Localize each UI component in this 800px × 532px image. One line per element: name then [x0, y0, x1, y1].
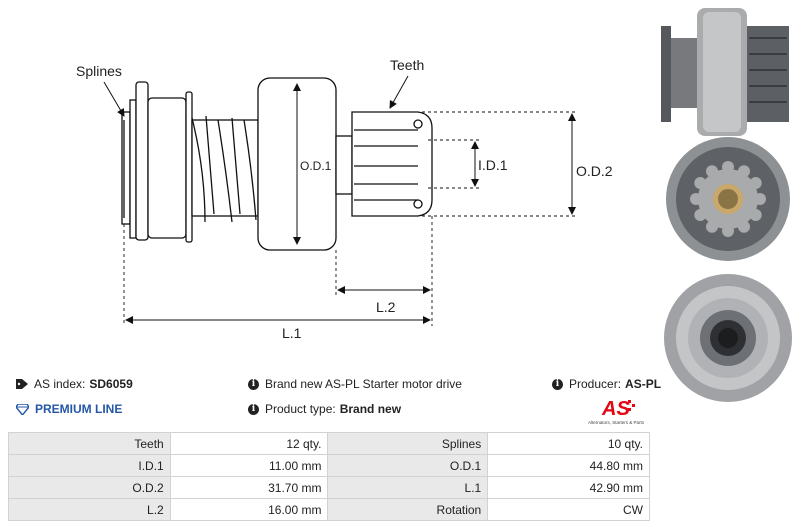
as-index-label: AS index: [34, 377, 86, 391]
producer: i Producer: AS-PL [552, 377, 661, 391]
spec-key: I.D.1 [8, 454, 171, 477]
premium-line: PREMIUM LINE [16, 402, 122, 416]
pinion-tooth [690, 193, 702, 205]
product-photo-pinion [666, 137, 790, 261]
dimension-arrows [103, 75, 576, 324]
pinion-tooth [706, 220, 718, 233]
spec-key: Rotation [327, 498, 489, 521]
diamond-icon [16, 403, 29, 415]
pinion-tooth [694, 177, 707, 189]
pinion-tooth [749, 209, 762, 221]
pinion-tooth [694, 209, 707, 221]
spec-value: 12 qty. [169, 432, 329, 455]
info-icon: i [248, 378, 259, 390]
description: i Brand new AS-PL Starter motor drive [248, 377, 462, 391]
logo-mark: AS [601, 398, 630, 420]
spec-key: O.D.1 [327, 454, 489, 477]
product-type-value: Brand new [339, 402, 402, 416]
pinion-tooth [706, 165, 718, 178]
pinion-tooth [738, 165, 750, 178]
spec-key: L.2 [8, 498, 171, 521]
pinion-tooth [722, 161, 734, 173]
extension-lines [123, 111, 576, 326]
producer-label: Producer: [569, 377, 622, 391]
spec-key: L.1 [327, 476, 489, 499]
spec-value: 11.00 mm [169, 454, 329, 477]
as-index-value: SD6059 [89, 377, 133, 391]
product-type-label: Product type: [265, 402, 336, 416]
description-text: Brand new AS-PL Starter motor drive [265, 377, 462, 391]
info-icon: i [552, 378, 563, 390]
spec-key: Teeth [8, 432, 171, 455]
premium-line-label: PREMIUM LINE [35, 402, 123, 416]
spec-value: 16.00 mm [169, 498, 329, 521]
od1-label: O.D.1 [300, 159, 332, 173]
spec-value: CW [487, 498, 650, 521]
pinion-tooth [749, 177, 762, 189]
spec-value: 44.80 mm [487, 454, 650, 477]
info-icon: i [248, 403, 259, 415]
spec-key: O.D.2 [8, 476, 171, 499]
teeth-label: Teeth [390, 57, 424, 73]
product-photo-side [661, 8, 789, 136]
spec-value: 42.90 mm [487, 476, 650, 499]
tag-icon [16, 379, 28, 389]
as-pl-logo: AS Alternators, Starters & Parts [588, 398, 645, 425]
pinion-tooth [722, 225, 734, 237]
pinion-tooth [754, 193, 766, 205]
splines-label: Splines [76, 63, 122, 79]
pinion-tooth [738, 220, 750, 233]
starter-drive-outline [121, 77, 433, 251]
spec-value: 10 qty. [487, 432, 650, 455]
od2-label: O.D.2 [576, 163, 613, 179]
spec-value: 31.70 mm [169, 476, 329, 499]
spec-key: Splines [327, 432, 489, 455]
l2-label: L.2 [376, 299, 396, 315]
logo-tagline: Alternators, Starters & Parts [588, 420, 645, 425]
as-index: AS index: SD6059 [16, 377, 133, 391]
technical-drawing: Splines Teeth O.D.1 I.D.1 O.D.2 L.2 L.1 [76, 57, 613, 341]
l1-label: L.1 [282, 325, 302, 341]
producer-value: AS-PL [625, 377, 662, 391]
product-photo-rear [664, 274, 792, 402]
id1-label: I.D.1 [478, 157, 508, 173]
product-type: i Product type: Brand new [248, 402, 401, 416]
